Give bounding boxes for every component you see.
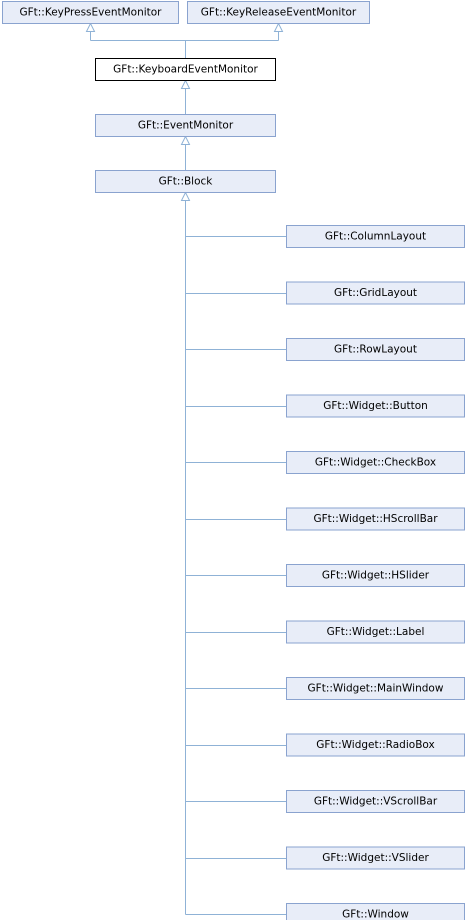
class-node-gft-widget-vscrollbar[interactable]: GFt::Widget::VScrollBar (286, 790, 465, 813)
class-node-label: GFt::KeyboardEventMonitor (113, 64, 258, 76)
class-node-box (2, 1, 179, 24)
class-node-label: GFt::Widget::MainWindow (308, 683, 444, 695)
class-node-label: GFt::Widget::HScrollBar (313, 513, 438, 525)
class-node-label: GFt::KeyPressEventMonitor (19, 7, 162, 19)
class-node-box (95, 58, 276, 81)
class-node-gft-widget-button[interactable]: GFt::Widget::Button (286, 394, 465, 418)
class-node-gft-widget-hslider[interactable]: GFt::Widget::HSlider (286, 564, 465, 587)
class-node-label: GFt::Window (342, 909, 409, 920)
class-node-label: GFt::Widget::VSlider (322, 852, 429, 864)
class-node-gft-rowlayout[interactable]: GFt::RowLayout (286, 338, 465, 361)
arrow-to-block (180, 191, 191, 201)
class-node-label: GFt::Widget::Button (323, 400, 428, 412)
class-node-gft-keyreleaseeventmonitor[interactable]: GFt::KeyReleaseEventMonitor (187, 1, 370, 24)
class-node-label: GFt::GridLayout (334, 287, 417, 299)
class-node-box (187, 1, 370, 24)
class-node-gft-gridlayout[interactable]: GFt::GridLayout (286, 281, 465, 305)
class-node-gft-widget-mainwindow[interactable]: GFt::Widget::MainWindow (286, 677, 465, 700)
class-node-gft-widget-checkbox[interactable]: GFt::Widget::CheckBox (286, 451, 465, 474)
class-node-label: GFt::EventMonitor (138, 120, 234, 132)
class-node-gft-block[interactable]: GFt::Block (95, 170, 276, 193)
class-node-label: GFt::Block (159, 176, 214, 188)
arrow-to-eventmonitor (180, 135, 191, 145)
class-node-gft-widget-vslider[interactable]: GFt::Widget::VSlider (286, 846, 465, 870)
class-node-label: GFt::RowLayout (334, 344, 417, 356)
class-node-gft-widget-hscrollbar[interactable]: GFt::Widget::HScrollBar (286, 507, 465, 531)
class-node-gft-keypresseventmonitor[interactable]: GFt::KeyPressEventMonitor (2, 1, 179, 24)
class-node-label: GFt::ColumnLayout (325, 231, 426, 243)
class-node-gft-keyboardeventmonitor: GFt::KeyboardEventMonitor (95, 58, 276, 81)
class-node-label: GFt::Widget::CheckBox (315, 457, 436, 469)
class-node-label: GFt::Widget::RadioBox (316, 739, 434, 751)
class-node-gft-widget-label[interactable]: GFt::Widget::Label (286, 620, 465, 644)
arrow-to-keypress (85, 22, 96, 32)
class-node-label: GFt::Widget::Label (327, 626, 425, 638)
class-node-gft-eventmonitor[interactable]: GFt::EventMonitor (95, 114, 276, 137)
class-node-gft-widget-radiobox[interactable]: GFt::Widget::RadioBox (286, 733, 465, 757)
class-node-box (95, 170, 276, 193)
class-node-gft-columnlayout[interactable]: GFt::ColumnLayout (286, 225, 465, 248)
arrow-to-keyboard (180, 79, 191, 89)
class-node-label: GFt::Widget::HSlider (322, 570, 430, 582)
class-node-gft-window[interactable]: GFt::Window (286, 903, 465, 920)
arrow-to-keyrelease (273, 22, 284, 32)
class-node-box (95, 114, 276, 137)
class-node-label: GFt::Widget::VScrollBar (314, 796, 438, 808)
class-node-label: GFt::KeyReleaseEventMonitor (201, 7, 357, 19)
inheritance-edges (85, 22, 287, 915)
